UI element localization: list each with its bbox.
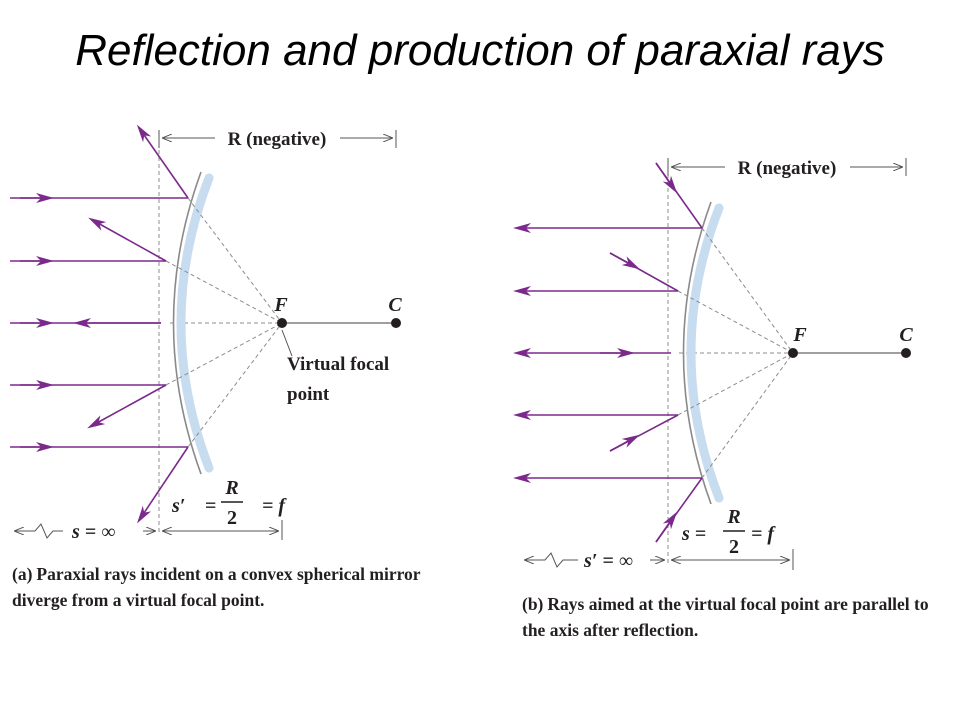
fraction-den-b: 2	[729, 536, 739, 558]
caption-tag-b: (b)	[522, 594, 544, 614]
center-label-a: C	[388, 294, 402, 316]
convex-mirror-b	[682, 201, 712, 505]
radius-label-a: R (negative)	[228, 129, 327, 150]
caption-text-a: Paraxial rays incident on a convex spher…	[12, 564, 421, 610]
focal-point-b	[788, 348, 798, 358]
object-dist-label-a: s = ∞	[71, 521, 115, 543]
incident-arrowheads-a	[20, 193, 54, 452]
focal-leader-a	[281, 329, 293, 357]
panel-b: R (negative) F C s = R 2 = f s′ = ∞	[513, 158, 913, 572]
panel-a: R (negative) F C Virtual focal point s′ …	[10, 124, 402, 543]
caption-a: (a)Paraxial rays incident on a convex sp…	[12, 561, 432, 613]
fraction-num-a: R	[224, 477, 238, 499]
eq1-a: =	[205, 495, 216, 517]
reflected-rays-a	[73, 124, 189, 524]
image-dist-dim-b	[524, 552, 578, 568]
mirror-coating-b	[686, 203, 724, 503]
object-dist-dim-a	[14, 523, 63, 539]
slide-title: Reflection and production of paraxial ra…	[75, 26, 885, 75]
image-dist-label-a: s′	[171, 495, 185, 517]
radius-label-b: R (negative)	[738, 158, 837, 179]
focal-extensions-b	[677, 227, 794, 479]
focal-extensions-a	[165, 197, 283, 448]
center-point-a	[391, 318, 401, 328]
object-dist-label-b: s =	[681, 523, 706, 545]
incident-arrowheads-b	[600, 162, 678, 543]
caption-text-b: Rays aimed at the virtual focal point ar…	[522, 594, 929, 640]
center-point-b	[901, 348, 911, 358]
image-dist-label-b: s′ = ∞	[583, 550, 633, 572]
fraction-den-a: 2	[227, 507, 237, 529]
caption-b: (b)Rays aimed at the virtual focal point…	[522, 591, 952, 643]
reflected-rays-b	[513, 223, 702, 483]
fraction-num-b: R	[726, 506, 740, 528]
focal-length-eq-b: = f	[751, 523, 776, 545]
focal-label-b: F	[792, 324, 807, 346]
center-label-b: C	[899, 324, 913, 346]
focal-length-eq-a: = f	[262, 495, 287, 517]
mirror-coating-a	[176, 173, 214, 473]
virtual-focal-label-a-1: Virtual focal	[287, 354, 389, 375]
focal-point-a	[277, 318, 287, 328]
focal-label-a: F	[273, 294, 288, 316]
virtual-focal-label-a-2: point	[287, 384, 330, 405]
caption-tag-a: (a)	[12, 564, 33, 584]
convex-mirror-a	[172, 171, 202, 475]
